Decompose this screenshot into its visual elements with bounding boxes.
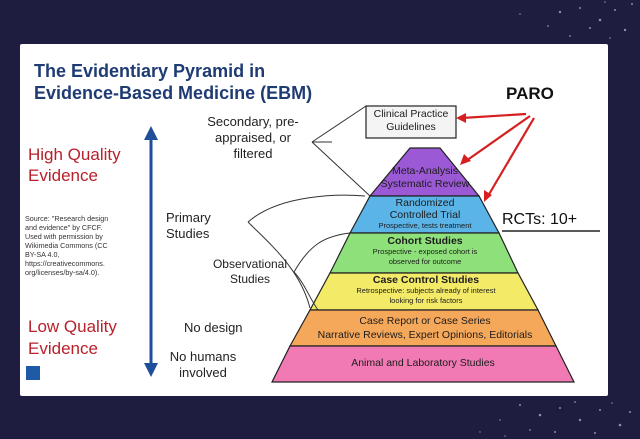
source-line: org/licenses/by-sa/4.0). [25,268,100,277]
level-label: Randomized [395,197,455,209]
level-sublabel: Retrospective: subjects already of inter… [356,286,496,305]
secondary-brace [311,105,371,197]
level-label: Systematic Review [380,178,470,190]
source-line: Wikimedia Commons (CC [25,241,108,250]
high-quality-line-1: High Quality [28,145,121,164]
level-label: Controlled Trial [389,209,461,221]
source-line: Used with permission by [25,232,103,241]
level-label: Guidelines [386,121,436,133]
source-line: and evidence" by CFCF. [25,223,103,232]
observational-line: Observational [212,257,288,271]
observational-studies-label: Observational Studies [205,257,295,287]
primary-line: Studies [166,226,210,241]
wikimedia-logo-icon [26,366,40,380]
quality-arrow-bottom [144,363,158,377]
level-label: Cohort Studies [387,235,463,247]
level-meta-analysis: Meta-Analysis Systematic Review [365,165,485,191]
level-sublabel: Prospective - exposed cohort is observed… [372,247,478,266]
level-sublabel: Prospective, tests treatment [378,221,472,230]
low-quality-label: Low Quality Evidence [28,316,117,360]
no-humans-label: No humans involved [165,349,241,381]
source-note: Source: "Research design and evidence" b… [25,214,145,277]
no-humans-line: No humans [169,349,237,364]
source-line: https://creativecommons. [25,259,105,268]
level-case-control: Case Control Studies Retrospective: subj… [338,274,514,306]
low-quality-line-2: Evidence [28,339,98,358]
evidence-pyramid [144,105,600,383]
level-label: Clinical Practice [373,108,449,120]
no-humans-line: involved [179,365,227,380]
level-animal: Animal and Laboratory Studies [290,357,556,370]
level-guidelines: Clinical Practice Guidelines [366,108,456,134]
level-label: Narrative Reviews, Expert Opinions, Edit… [317,329,533,341]
quality-arrow-top [144,126,158,140]
observational-brace [293,232,351,311]
level-label: Animal and Laboratory Studies [351,357,495,369]
level-shape-animal [271,345,575,383]
primary-brace [247,194,366,309]
level-cohort: Cohort Studies Prospective - exposed coh… [365,235,485,267]
level-case-report: Case Report or Case Series Narrative Rev… [302,314,548,342]
title-line-2: Evidence-Based Medicine (EBM) [34,83,313,103]
guidelines-box [365,105,457,139]
rcts-note: RCTs: 10+ [502,211,578,228]
source-line: Source: "Research design [25,214,109,223]
secondary-line: appraised, or [215,130,291,145]
primary-line: Primary [166,210,211,225]
level-rct: Randomized Controlled Trial Prospective,… [355,197,495,231]
secondary-label: Secondary, pre- appraised, or filtered [198,114,308,162]
level-label: Case Report or Case Series [359,315,491,327]
observational-line: Studies [229,272,271,286]
high-quality-label: High Quality Evidence [28,144,121,186]
secondary-line: filtered [233,146,273,161]
diagram-title: The Evidentiary Pyramid in Evidence-Base… [34,60,312,104]
level-label: Case Control Studies [372,274,480,286]
high-quality-line-2: Evidence [28,166,98,185]
paro-label: PARO [506,84,554,103]
low-quality-line-1: Low Quality [28,317,117,336]
title-line-1: The Evidentiary Pyramid in [34,61,266,81]
source-line: BY-SA 4.0, [25,250,60,259]
primary-studies-label: Primary Studies [166,210,211,242]
level-label: Meta-Analysis [392,165,458,177]
no-design-label: No design [184,320,243,335]
secondary-line: Secondary, pre- [207,114,299,129]
slide: The Evidentiary Pyramid in Evidence-Base… [20,44,608,396]
